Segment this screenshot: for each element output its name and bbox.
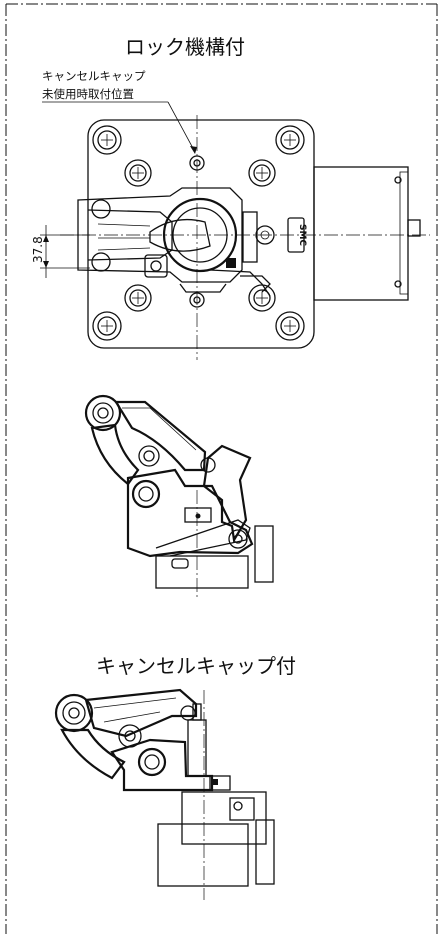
bolt-lower-left [124, 284, 152, 312]
bolt-bottom-right [275, 311, 305, 341]
marker [226, 258, 236, 268]
note-unused-position: 未使用時取付位置 [42, 87, 134, 101]
side-bracket [254, 525, 274, 583]
lock-pin [255, 225, 275, 245]
dimension-value: 37.8 [31, 236, 45, 263]
title-lock-mechanism: ロック機構付 [125, 35, 245, 59]
bolt-upper-right [248, 159, 276, 187]
note-cancel-cap: キャンセルキャップ [42, 69, 146, 83]
bolt-top-left [92, 125, 122, 155]
upper-link [114, 400, 207, 472]
lock-lever [202, 444, 252, 544]
base-plate [87, 119, 315, 349]
side-view-cancel-cap [54, 688, 275, 900]
upper-link-2 [84, 688, 198, 738]
port [407, 219, 421, 237]
cancel-cap [187, 719, 207, 777]
body-block [126, 468, 254, 558]
side-view-lock [84, 394, 274, 598]
pivot-top [84, 394, 122, 432]
cylinder-mid [181, 791, 267, 845]
body-pivot [131, 479, 161, 509]
body-pivot-2 [137, 747, 167, 777]
bolt-bottom-left [92, 311, 122, 341]
bolt-top-right [275, 125, 305, 155]
cylinder-top [155, 555, 249, 589]
body-block-2 [110, 738, 214, 792]
sheet-frame [5, 3, 438, 934]
leader-line [167, 101, 196, 153]
cylinder-bottom [157, 823, 249, 887]
side-body [313, 166, 409, 301]
link-pin [138, 445, 160, 467]
lever-arm-2 [60, 728, 126, 780]
clamp-arm [77, 187, 243, 283]
side-bracket-2 [255, 819, 275, 885]
title-cancel-cap: キャンセルキャップ付 [96, 654, 296, 678]
top-view: SMC [60, 115, 430, 360]
lever-arm [90, 423, 140, 486]
leader-arrow [190, 146, 197, 154]
dimension-37-8: 37.8 [31, 225, 90, 278]
bolt-lower-right [248, 284, 276, 312]
bolt-upper-left [124, 159, 152, 187]
